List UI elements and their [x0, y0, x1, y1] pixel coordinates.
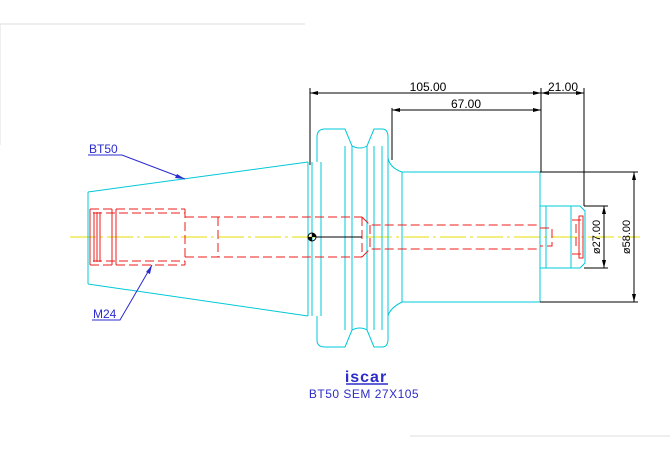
thread-label: M24 — [93, 307, 117, 321]
dim-shank-length: 67.00 — [451, 97, 481, 111]
leader-arrows — [146, 174, 185, 274]
dimension-lines — [309, 88, 638, 303]
dim-tip-length: 21.00 — [548, 80, 578, 94]
taper-label: BT50 — [89, 142, 118, 156]
dim-shank-diameter: ø58.00 — [621, 220, 633, 254]
part-name: BT50 SEM 27X105 — [309, 387, 419, 401]
dimension-arrows — [310, 91, 636, 302]
logo-text: iscar — [345, 369, 387, 386]
iscar-logo: iscar — [345, 369, 388, 386]
dim-bore-diameter: ø27.00 — [591, 220, 603, 254]
thread-detail — [89, 209, 584, 265]
sheet-frame — [0, 23, 670, 437]
dim-overall-length: 105.00 — [410, 80, 447, 94]
center-hole-symbol — [307, 232, 362, 242]
holder-outline — [87, 128, 586, 348]
leader-lines — [88, 154, 186, 321]
